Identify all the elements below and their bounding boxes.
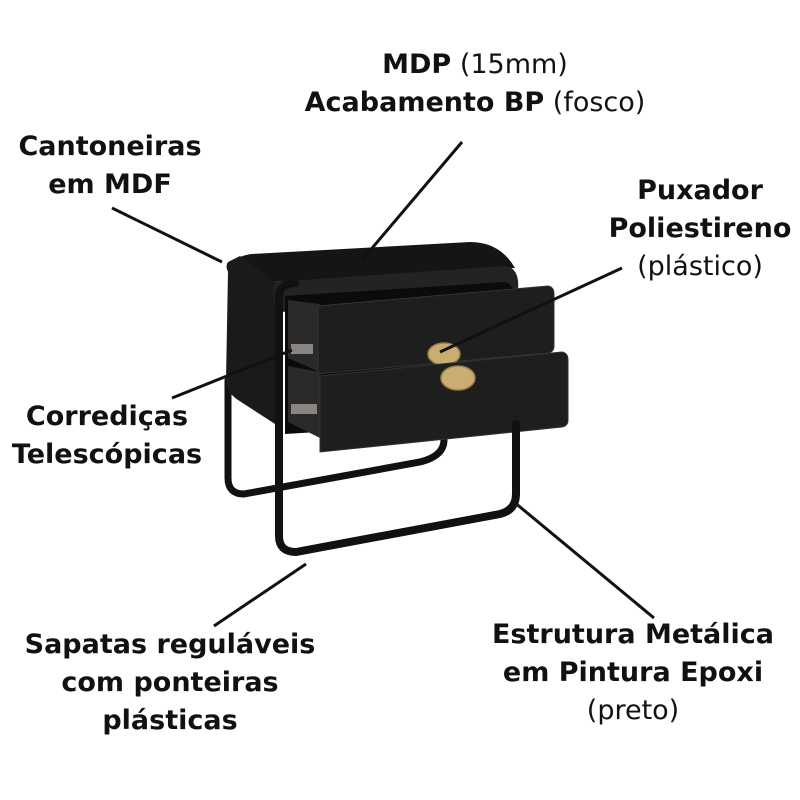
label-estrutura-line2: em Pintura Epoxi	[502, 657, 764, 688]
drawer-slide-top	[291, 344, 313, 354]
label-puxador: Puxador Poliestireno (plástico)	[600, 172, 800, 286]
leader-line-puxador	[439, 266, 623, 354]
leader-line-corredicas	[171, 348, 293, 400]
metal-frame-front	[275, 292, 520, 557]
label-corredicas-line1: Corrediças	[25, 401, 189, 432]
leader-line-estrutura	[513, 500, 655, 620]
leader-line-sapatas	[213, 562, 307, 628]
drawer-handle-bottom	[440, 365, 476, 391]
label-acabamento-finish: (fosco)	[544, 87, 646, 118]
label-mdp-thickness: (15mm)	[451, 49, 568, 80]
label-acabamento-title: Acabamento BP	[304, 87, 545, 118]
label-cantoneiras-line2: em MDF	[48, 169, 172, 200]
drawer-bottom-front	[319, 351, 569, 453]
label-puxador-line3: (plástico)	[637, 251, 763, 282]
label-corredicas-line2: Telescópicas	[11, 439, 203, 470]
label-estrutura: Estrutura Metálica em Pintura Epoxi (pre…	[478, 616, 788, 730]
cabinet-top	[228, 242, 515, 283]
label-estrutura-line1: Estrutura Metálica	[491, 619, 775, 650]
label-sapatas-line2: com ponteiras	[61, 667, 279, 698]
drawer-slide-bottom	[291, 404, 317, 414]
label-cantoneiras-line1: Cantoneiras	[18, 131, 202, 162]
label-sapatas: Sapatas reguláveis com ponteiras plástic…	[12, 626, 328, 740]
label-corredicas: Corrediças Telescópicas	[2, 398, 212, 474]
label-puxador-line1: Puxador	[637, 175, 763, 206]
metal-frame-front-top	[275, 279, 299, 300]
drawer-top-front	[317, 285, 555, 375]
metal-frame-back	[224, 376, 448, 498]
label-sapatas-line3: plásticas	[102, 705, 238, 736]
label-mdp-title: MDP	[382, 49, 452, 80]
label-puxador-line2: Poliestireno	[608, 213, 792, 244]
leader-line-cantoneiras	[111, 206, 223, 264]
leader-line-mdp	[360, 141, 464, 261]
drawer-bottom-side	[288, 366, 320, 438]
label-cantoneiras: Cantoneiras em MDF	[10, 128, 210, 204]
cabinet-side	[226, 256, 275, 424]
label-mdp: MDP (15mm) Acabamento BP (fosco)	[290, 46, 660, 122]
label-estrutura-line3: (preto)	[586, 695, 680, 726]
label-sapatas-line1: Sapatas reguláveis	[24, 629, 316, 660]
